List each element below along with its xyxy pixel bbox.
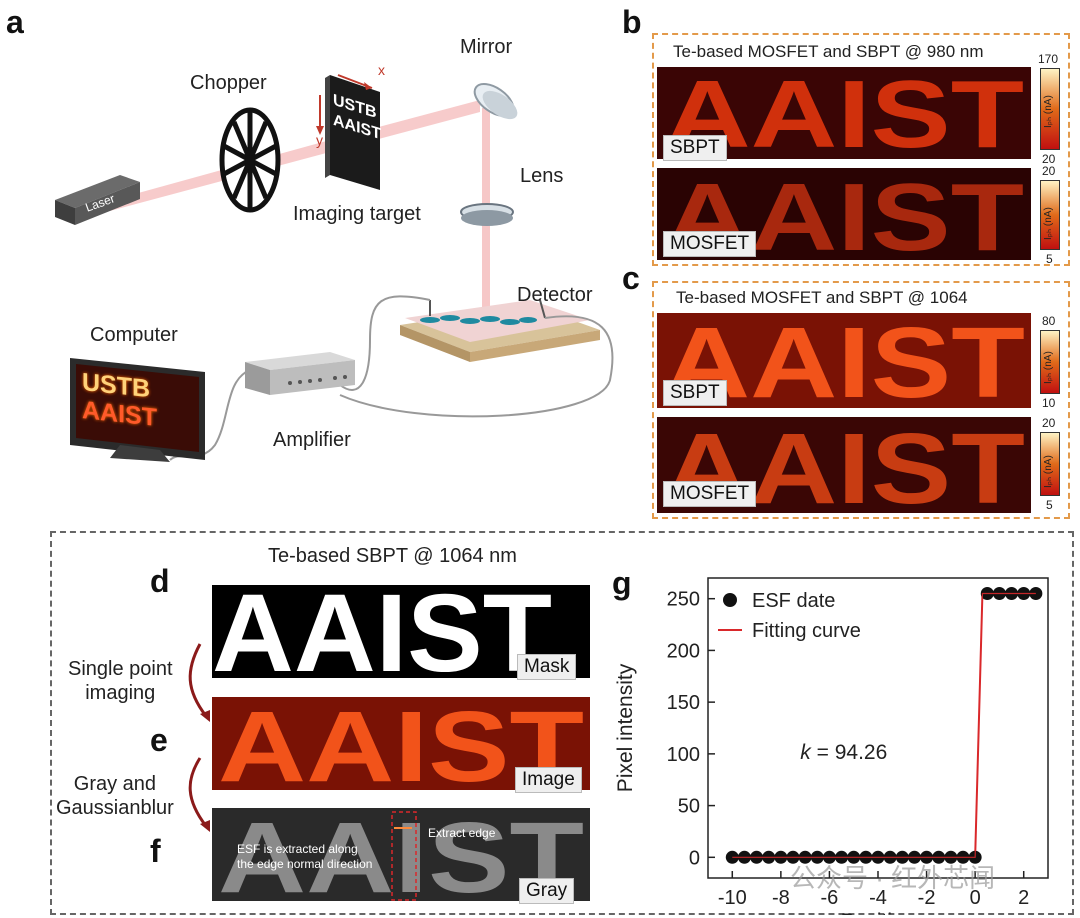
legend-label-esf: ESF date xyxy=(752,590,835,612)
colorbar-c-sbpt xyxy=(1040,330,1060,394)
chopper-wheel xyxy=(219,107,281,213)
cbar-c-sbpt-max: 80 xyxy=(1042,314,1056,328)
x-axis-label: Position xyxy=(841,910,916,915)
x-tick-label: -6 xyxy=(821,887,839,909)
x-tick-label: 0 xyxy=(970,887,981,909)
cbar-c-mosfet-unit: Iₚₕ (nA) xyxy=(1043,455,1054,488)
cbar-c-mosfet-min: 5 xyxy=(1046,498,1053,512)
x-tick-label: 2 xyxy=(1018,887,1029,909)
gray-note-right: Extract edge xyxy=(428,826,496,840)
panel-b-box xyxy=(652,33,1070,266)
watermark: 公众号 · 红外芯闻 xyxy=(790,863,996,893)
bottom-panel-title: Te-based SBPT @ 1064 nm xyxy=(268,545,517,567)
panel-letter-f: f xyxy=(150,833,161,869)
panel-c-box xyxy=(652,281,1070,519)
cbar-b-sbpt-unit: Iₚₕ (nA) xyxy=(1043,95,1054,128)
label-lens: Lens xyxy=(520,165,564,187)
tag-b-mosfet: MOSFET xyxy=(663,231,757,257)
panel-letter-b: b xyxy=(622,4,642,40)
esf-chart: -10 -8 -6 -4 -2 0 2 0 50 100 150 200 250Position Pixe… xyxy=(614,577,1049,915)
tag-c-sbpt: SBPT xyxy=(663,380,727,406)
monitor-screen-text: USTB AAIST xyxy=(82,368,157,432)
imaging-target xyxy=(316,74,380,190)
label-amplifier: Amplifier xyxy=(273,429,351,451)
heatmap-c-mosfet: AAIST xyxy=(657,417,1031,513)
legend-marker-esf xyxy=(723,593,737,607)
y-axis-label: Pixel intensity xyxy=(614,663,637,792)
cbar-c-sbpt-unit: Iₚₕ (nA) xyxy=(1043,351,1054,384)
cbar-b-sbpt-max: 170 xyxy=(1038,52,1059,66)
detector-chip xyxy=(400,299,600,362)
label-computer: Computer xyxy=(90,324,178,346)
mirror xyxy=(473,83,518,120)
cbar-c-sbpt-min: 10 xyxy=(1042,396,1056,410)
x-tick-label: -4 xyxy=(869,887,887,909)
tag-gray: Gray xyxy=(519,878,575,904)
gray-note-left: ESF is extracted along the edge normal d… xyxy=(237,842,373,871)
cbar-b-mosfet-unit: Iₚₕ (nA) xyxy=(1043,207,1054,240)
label-imaging-target: Imaging target xyxy=(293,203,421,225)
cbar-b-mosfet-max: 20 xyxy=(1042,164,1056,178)
y-tick-label: 0 xyxy=(689,847,700,869)
axis-x-label: x xyxy=(378,62,385,78)
computer-monitor xyxy=(70,358,205,462)
legend-label-fit: Fitting curve xyxy=(752,620,861,642)
esf-data-point xyxy=(1029,587,1043,601)
process-arrows xyxy=(188,643,210,832)
panel-letter-d: d xyxy=(150,563,170,599)
tag-c-mosfet: MOSFET xyxy=(663,481,757,507)
laser-box xyxy=(55,175,140,225)
cbar-b-sbpt-min: 20 xyxy=(1042,152,1056,166)
cbar-c-mosfet-max: 20 xyxy=(1042,416,1056,430)
step-single-point-imaging: Single point imaging xyxy=(68,658,173,704)
setup-schematic xyxy=(55,74,614,462)
y-tick-label: 250 xyxy=(667,589,700,611)
label-chopper: Chopper xyxy=(190,72,267,94)
label-detector: Detector xyxy=(517,284,593,306)
mask-word: AAIST xyxy=(212,585,552,678)
panel-letter-a: a xyxy=(6,4,24,40)
panel-c-title: Te-based MOSFET and SBPT @ 1064 xyxy=(676,288,968,307)
panel-letter-e: e xyxy=(150,722,168,758)
bottom-panel-box xyxy=(50,531,1074,915)
x-tick-label: -10 xyxy=(718,887,747,909)
panel-letter-g: g xyxy=(612,565,632,601)
colorbar-c-mosfet xyxy=(1040,432,1060,496)
esf-data-point xyxy=(725,850,739,864)
panel-letter-c: c xyxy=(622,260,640,296)
fitting-curve-overlay xyxy=(732,592,1036,858)
y-tick-label: 150 xyxy=(667,692,700,714)
k-annotation: k = 94.26 xyxy=(800,741,887,764)
tag-mask: Mask xyxy=(517,654,577,680)
label-mirror: Mirror xyxy=(460,36,513,58)
cbar-b-mosfet-min: 5 xyxy=(1046,252,1053,266)
axis-y-label: y xyxy=(316,132,323,148)
tag-image: Image xyxy=(515,767,582,793)
y-tick-label: 200 xyxy=(667,640,700,662)
amplifier-box xyxy=(245,352,355,395)
panel-b-title: Te-based MOSFET and SBPT @ 980 nm xyxy=(673,42,984,61)
y-tick-label: 100 xyxy=(667,744,700,766)
y-tick-label: 50 xyxy=(678,796,700,818)
lens xyxy=(460,203,514,226)
step-gray-gaussianblur: Gray and Gaussianblur xyxy=(56,773,174,819)
tag-b-sbpt: SBPT xyxy=(663,135,727,161)
x-tick-label: -2 xyxy=(918,887,936,909)
colorbar-b-sbpt xyxy=(1040,68,1060,150)
colorbar-b-mosfet xyxy=(1040,180,1060,250)
x-tick-label: -8 xyxy=(772,887,790,909)
laser-beam xyxy=(95,100,480,215)
